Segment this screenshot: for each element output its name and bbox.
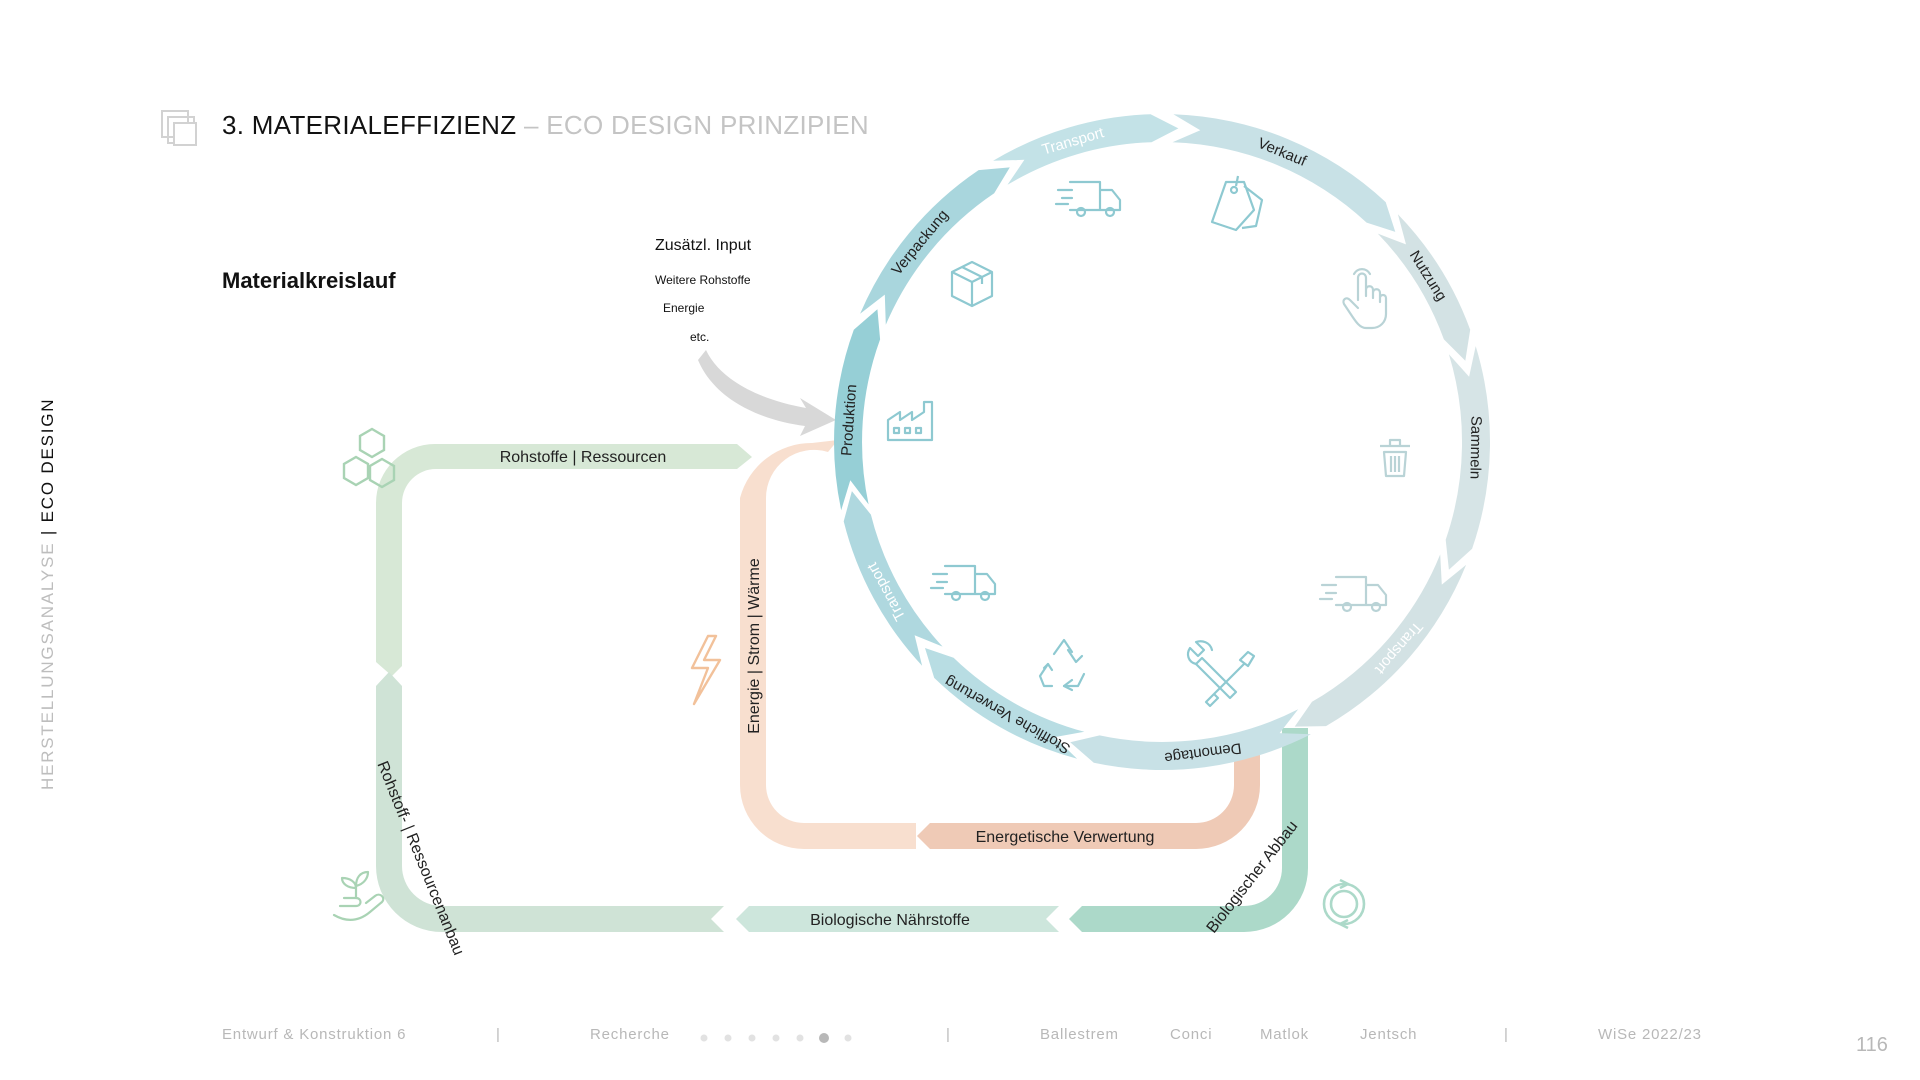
energy-recovery-arrow bbox=[917, 742, 1260, 849]
cycle-stage-label: Stoffliche Verwertung bbox=[942, 673, 1074, 757]
title-main: 3. MATERIALEFFIZIENZ bbox=[222, 110, 517, 140]
page-dot[interactable] bbox=[700, 1034, 708, 1042]
bio-degradation-arrow bbox=[1069, 728, 1308, 932]
cycle-stage-arrow bbox=[1070, 709, 1311, 770]
footer-author: Matlok bbox=[1260, 1026, 1309, 1043]
cycle-stage-label: Sammeln bbox=[1466, 416, 1484, 480]
cycle-stage-label: Verpackung bbox=[888, 207, 952, 279]
cycle-stage-arrow bbox=[1445, 346, 1491, 570]
bio-nutrients-arrow bbox=[736, 906, 1059, 932]
energy-recovery-label: Energetische Verwertung bbox=[976, 829, 1155, 846]
page-dot[interactable] bbox=[819, 1033, 829, 1043]
section-label: Materialkreislauf bbox=[222, 268, 396, 293]
additional-input-arrow bbox=[698, 350, 836, 436]
cultivation-arrow bbox=[376, 672, 724, 932]
title-subtitle: ECO DESIGN PRINZIPIEN bbox=[546, 110, 869, 140]
layers-icon bbox=[161, 110, 197, 146]
page-title: 3. MATERIALEFFIZIENZ – ECO DESIGN PRINZI… bbox=[222, 110, 869, 141]
title-separator: – bbox=[516, 110, 547, 140]
side-label-dark: | ECO DESIGN bbox=[38, 397, 57, 542]
side-label-light: HERSTELLUNGSANALYSE bbox=[38, 541, 57, 790]
page-dot[interactable] bbox=[844, 1034, 852, 1042]
delivery-truck-icon bbox=[1318, 575, 1388, 613]
additional-input-heading: Zusätzl. Input bbox=[655, 237, 752, 254]
cycle-stage-arrow bbox=[993, 114, 1179, 185]
energy-arrow bbox=[740, 440, 916, 849]
cycle-arrows-icon bbox=[1322, 878, 1366, 930]
cycle-stage-arrow bbox=[925, 648, 1085, 759]
hand-pointer-icon bbox=[1342, 268, 1388, 330]
additional-input-item: etc. bbox=[690, 330, 710, 344]
footer-semester: WiSe 2022/23 bbox=[1598, 1026, 1702, 1043]
energy-label: Energie | Strom | Wärme bbox=[746, 558, 763, 734]
tools-icon bbox=[1186, 640, 1256, 708]
box-icon bbox=[950, 260, 994, 308]
bolt-icon bbox=[690, 634, 722, 706]
footer-author: Jentsch bbox=[1360, 1026, 1418, 1043]
side-navigation-label: HERSTELLUNGSANALYSE | ECO DESIGN bbox=[38, 398, 58, 790]
page-dot[interactable] bbox=[724, 1034, 732, 1042]
recycle-icon bbox=[1038, 638, 1086, 692]
cycle-stage-arrow bbox=[1172, 114, 1396, 232]
cycle-stage-arrow bbox=[1294, 554, 1467, 727]
delivery-truck-icon bbox=[1054, 180, 1122, 218]
factory-icon bbox=[886, 400, 934, 442]
footer-author: Ballestrem bbox=[1040, 1026, 1119, 1043]
cycle-stage-arrow bbox=[843, 491, 943, 666]
cells-icon bbox=[342, 427, 396, 489]
footer-separator: | bbox=[496, 1026, 501, 1043]
cycle-stage-arrow bbox=[834, 309, 881, 511]
footer-author: Conci bbox=[1170, 1026, 1213, 1043]
price-tag-icon bbox=[1210, 175, 1264, 232]
footer-separator: | bbox=[1504, 1026, 1509, 1043]
cycle-stage-arrow bbox=[860, 167, 1010, 325]
raw-materials-arrow bbox=[376, 444, 752, 676]
additional-input-item: Weitere Rohstoffe bbox=[655, 273, 751, 287]
page-dot[interactable] bbox=[748, 1034, 756, 1042]
raw-materials-label: Rohstoffe | Ressourcen bbox=[500, 449, 667, 466]
plant-hand-icon bbox=[332, 870, 385, 921]
page-number: 116 bbox=[1856, 1034, 1888, 1056]
delivery-truck-icon bbox=[929, 564, 997, 602]
page-dot[interactable] bbox=[796, 1034, 804, 1042]
footer-separator: | bbox=[946, 1026, 951, 1043]
bio-nutrients-label: Biologische Nährstoffe bbox=[810, 912, 970, 929]
footer-section[interactable]: Recherche bbox=[590, 1026, 670, 1043]
page-dot[interactable] bbox=[772, 1034, 780, 1042]
cycle-stage-label: Produktion bbox=[838, 384, 860, 457]
trash-icon bbox=[1380, 438, 1410, 478]
page-dots-svg bbox=[700, 1033, 852, 1043]
additional-input-item: Energie bbox=[663, 301, 705, 315]
cycle-stage-arrow bbox=[1377, 214, 1471, 361]
page-dots[interactable] bbox=[700, 1031, 860, 1049]
footer-course: Entwurf & Konstruktion 6 bbox=[222, 1026, 407, 1043]
